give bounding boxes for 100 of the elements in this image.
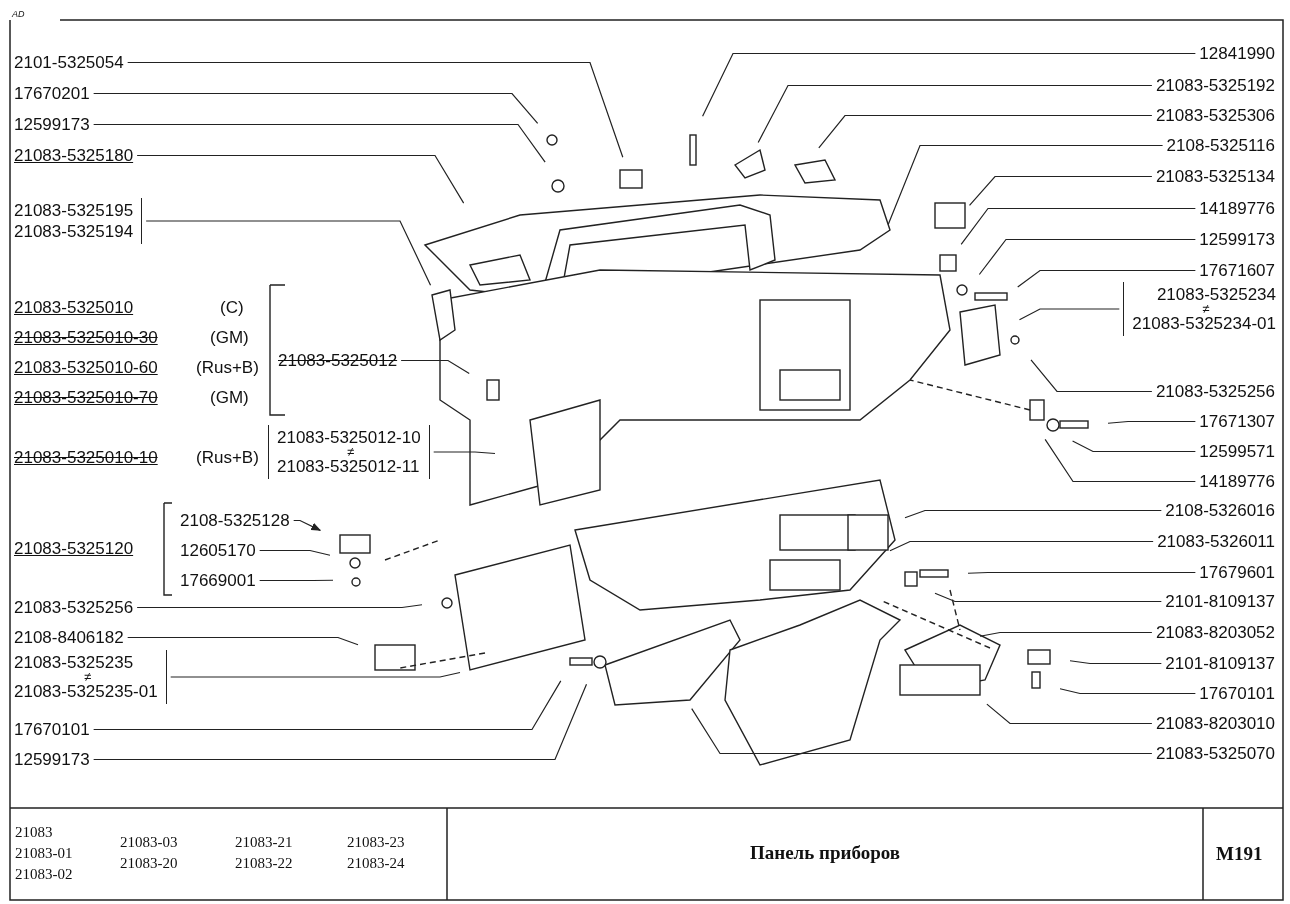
model-code: 21083-24: [347, 855, 405, 872]
part-number: 12599173: [1199, 229, 1275, 250]
leader-line: [1069, 660, 1162, 665]
model-code: 21083-01: [15, 845, 73, 862]
leader-line: [968, 175, 1153, 207]
part-number: (Rus+B): [196, 447, 259, 468]
leader-line: [93, 123, 546, 163]
title: Панель приборов: [748, 842, 902, 864]
part-number: 17670101: [1199, 683, 1275, 704]
part-number: 21083-5325012: [278, 350, 398, 371]
leader-line: [960, 207, 1196, 245]
part-number: 21083-5325234-01: [1132, 313, 1276, 334]
leader-line: [818, 114, 1153, 149]
part-number: 12841990: [1199, 43, 1275, 64]
part-number: 21083-5325010-70: [14, 387, 158, 408]
leader-line: [986, 703, 1153, 725]
leader-line: [934, 592, 1162, 603]
leader-line: [1107, 420, 1196, 424]
leader-line: [170, 671, 461, 678]
leader-line: [1018, 308, 1120, 321]
part-number: 21083-5325234: [1155, 284, 1276, 305]
leader-line: [1059, 688, 1196, 695]
leader-line: [904, 509, 1162, 519]
part-number: 17671607: [1199, 260, 1275, 281]
leader-line: [93, 92, 539, 124]
part-number: 17670201: [14, 83, 90, 104]
part-number: 21083-5325306: [1155, 105, 1275, 126]
part-number: 14189776: [1199, 198, 1275, 219]
leader-line: [127, 636, 359, 646]
not-equal-sign: ≠: [347, 448, 356, 456]
model-code: 21083-02: [15, 866, 73, 883]
part-number: 2108-5325116: [1166, 135, 1275, 156]
leader-line: [887, 144, 1164, 226]
leader-line: [979, 631, 1153, 637]
part-number: 17669001: [180, 570, 256, 591]
part-number: 21083-8203010: [1155, 713, 1275, 734]
leader-line: [136, 154, 465, 204]
leader-line: [757, 84, 1153, 144]
part-number: 12599173: [14, 114, 90, 135]
model-code: 21083-21: [235, 834, 293, 851]
leader-line: [259, 579, 334, 582]
leader-line: [293, 519, 322, 531]
part-number: 21083-5325010-30: [14, 327, 158, 348]
part-number: 2108-5326016: [1165, 500, 1275, 521]
leader-line: [259, 549, 331, 556]
leader-line: [1030, 359, 1153, 393]
leader-line: [127, 61, 624, 158]
part-number: 21083-5325010: [14, 297, 134, 318]
part-number: 21083-5325134: [1155, 166, 1275, 187]
leader-line: [702, 52, 1196, 117]
part-number: 21083-5325235: [14, 652, 135, 673]
part-number: 21083-5325010-60: [14, 357, 158, 378]
part-number: 2101-8109137: [1165, 653, 1275, 674]
not-equal-sign: ≠: [84, 673, 93, 681]
part-number: 12605170: [180, 540, 256, 561]
leader-line: [889, 540, 1154, 552]
leader-line: [1072, 440, 1196, 453]
leader-line: [145, 220, 432, 286]
part-number: 2101-5325054: [14, 52, 124, 73]
part-number: 21083-5325195: [14, 200, 134, 221]
leader-line: [93, 680, 562, 731]
leader-line: [978, 238, 1196, 276]
leader-line: [93, 683, 588, 761]
part-number: 21083-5326011: [1157, 531, 1275, 552]
model-code: 21083-23: [347, 834, 405, 851]
part-number: 12599571: [1199, 441, 1275, 462]
leader-line: [1044, 438, 1196, 483]
part-number: 21083-5325180: [14, 145, 134, 166]
part-number: (Rus+B): [196, 357, 259, 378]
leader-line: [433, 451, 496, 455]
part-number: 21083-5325235-01: [14, 681, 158, 702]
part-number: (C): [220, 297, 244, 318]
corner-mark: AD: [12, 8, 25, 21]
part-number: 21083-5325120: [14, 538, 134, 559]
part-number: 2101-8109137: [1165, 591, 1275, 612]
leader-line: [691, 708, 1153, 755]
part-number: 21083-5325012-10: [277, 427, 421, 448]
part-number: 21083-5325070: [1155, 743, 1275, 764]
leader-line: [400, 359, 470, 375]
part-number: 17670101: [14, 719, 90, 740]
sheet-code: M191: [1216, 843, 1263, 865]
part-number: 21083-5325012-11: [277, 456, 421, 477]
part-number: (GM): [210, 387, 249, 408]
leader-line: [967, 571, 1196, 574]
part-number: (GM): [210, 327, 249, 348]
part-number: 14189776: [1199, 471, 1275, 492]
part-number: 21083-5325256: [1155, 381, 1275, 402]
part-number: 21083-5325256: [14, 597, 134, 618]
model-code: 21083-03: [120, 834, 178, 851]
model-code: 21083-22: [235, 855, 293, 872]
part-number: 12599173: [14, 749, 90, 770]
part-number: 2108-5325128: [180, 510, 290, 531]
bracket: [268, 425, 430, 479]
leader-line: [136, 604, 423, 609]
part-number: 21083-5325192: [1155, 75, 1275, 96]
part-number: 21083-5325010-10: [14, 447, 158, 468]
part-number: 21083-5325194: [14, 221, 134, 242]
part-number: 17671307: [1199, 411, 1275, 432]
leader-line: [1017, 269, 1196, 288]
not-equal-sign: ≠: [1202, 305, 1211, 313]
